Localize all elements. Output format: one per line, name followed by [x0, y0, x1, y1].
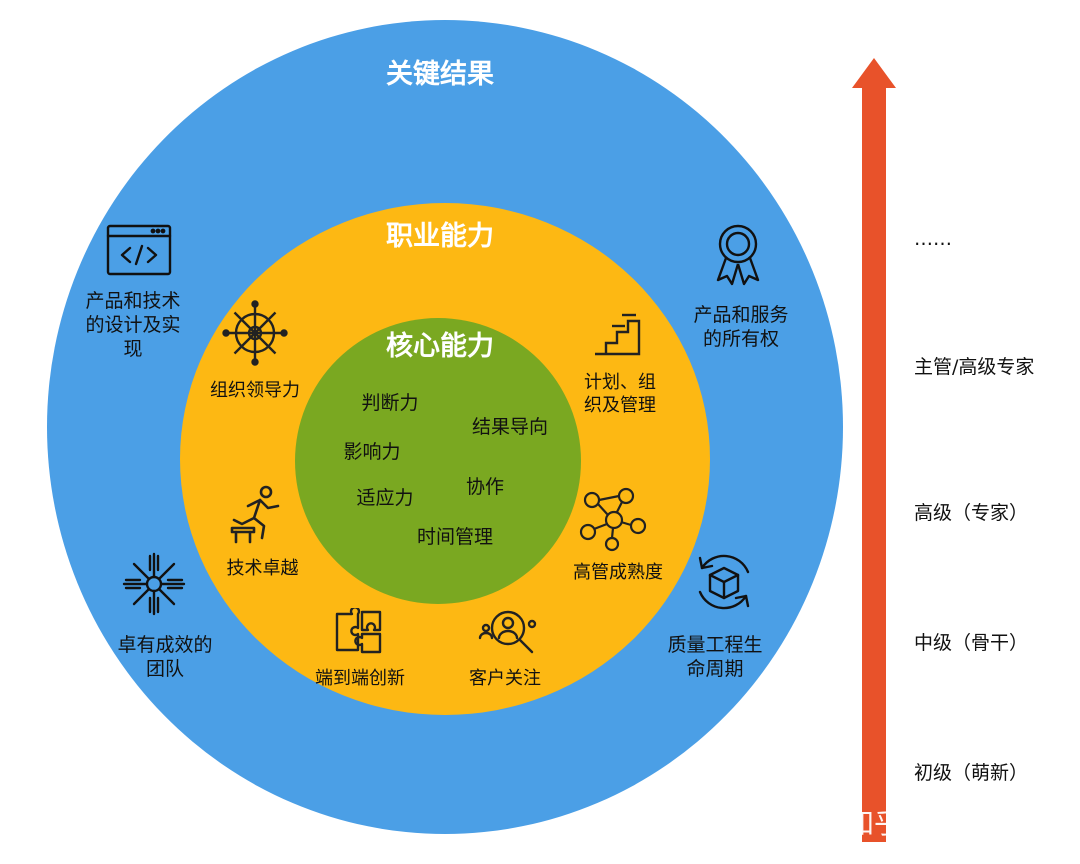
team-hands-icon [118, 548, 190, 620]
stairs-chart-icon [592, 310, 642, 358]
core-item-influence: 影响力 [343, 441, 401, 463]
level-mid: 中级（骨干） [914, 632, 1029, 654]
result-product-tech-design: 产品和技术 的设计及实 现 [85, 290, 181, 360]
network-people-icon [578, 486, 648, 552]
result-product-ownership: 产品和服务 的所有权 [693, 304, 789, 350]
level-junior: 初级（萌新） [914, 762, 1029, 784]
ability-executive-maturity: 高管成熟度 [573, 562, 663, 583]
cycle-box-icon [688, 546, 760, 618]
level-more: …… [914, 228, 952, 250]
middle-ring-title: 职业能力 [386, 221, 494, 252]
growth-arrow [852, 58, 896, 842]
puzzle-pieces-icon [334, 608, 384, 656]
ability-e2e-innovation: 端到端创新 [315, 668, 405, 689]
outer-ring-title: 关键结果 [386, 59, 494, 90]
ability-customer-focus: 客户关注 [469, 668, 541, 689]
ability-org-leadership: 组织领导力 [210, 380, 300, 401]
code-window-icon [106, 224, 172, 276]
result-quality-lifecycle: 质量工程生 命周期 [667, 634, 763, 680]
level-senior: 高级（专家） [914, 502, 1029, 524]
runner-hurdle-icon [228, 484, 284, 544]
zhihu-watermark: 知乎 @温LELE [846, 807, 1034, 840]
award-ribbon-icon [712, 222, 764, 288]
core-item-results: 结果导向 [471, 416, 548, 438]
customer-magnifier-icon [478, 606, 540, 658]
core-item-adaptability: 适应力 [356, 487, 414, 509]
ability-planning-management: 计划、组 织及管理 [584, 372, 656, 416]
core-item-collaboration: 协作 [465, 476, 504, 498]
helm-wheel-icon [222, 300, 288, 366]
core-item-time-management: 时间管理 [416, 526, 493, 548]
ability-tech-excellence: 技术卓越 [226, 558, 299, 579]
core-item-judgment: 判断力 [361, 392, 419, 414]
level-lead-senior-expert: 主管/高级专家 [914, 356, 1035, 378]
inner-ring-core-abilities [295, 318, 581, 604]
inner-ring-title: 核心能力 [386, 331, 494, 362]
result-effective-team: 卓有成效的 团队 [117, 634, 213, 680]
